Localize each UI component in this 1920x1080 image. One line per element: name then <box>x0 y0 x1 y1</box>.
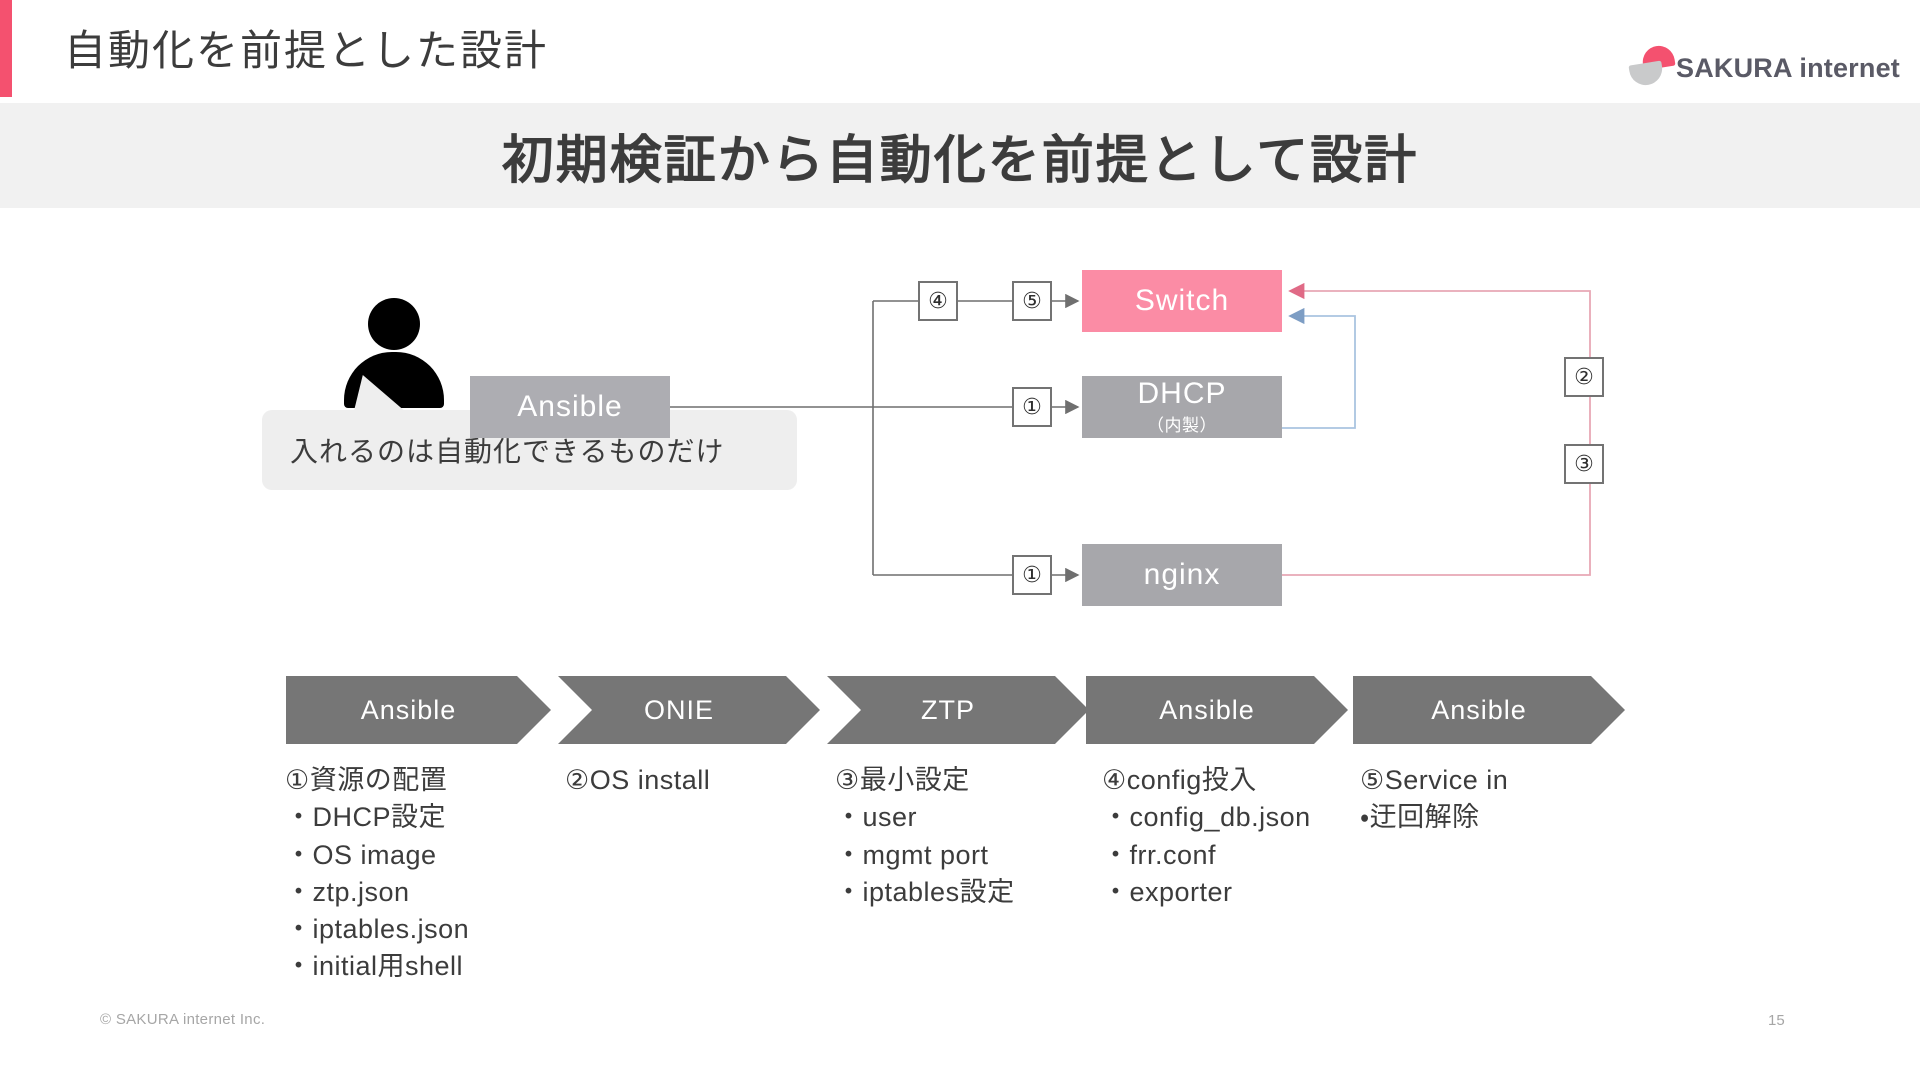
detail-column-1-item-1: ・DHCP設定 <box>285 802 447 833</box>
node-dhcp-label: DHCP <box>1137 376 1227 410</box>
diagram-connectors <box>670 282 1591 583</box>
detail-column-1-item-5: ・initial用shell <box>285 951 464 982</box>
node-dhcp-sublabel: （内製） <box>1147 416 1217 436</box>
step-marker-1-nginx: ① <box>1012 555 1052 595</box>
detail-column-4-item-1: ・config_db.json <box>1102 802 1311 833</box>
footer-page-number: 15 <box>1768 1012 1785 1029</box>
detail-column-4-item-2: ・frr.conf <box>1102 839 1217 870</box>
step-detail-columns: ①資源の配置 ・DHCP設定 ・OS image ・ztp.json ・ipta… <box>0 762 1920 1002</box>
page-title: 自動化を前提とした設計 <box>64 27 549 74</box>
node-ansible-label: Ansible <box>517 390 623 424</box>
logo-text: SAKURA internet <box>1675 53 1900 83</box>
ribbon-step-5-label: Ansible <box>1431 694 1527 725</box>
detail-column-3-item-3: ・iptables設定 <box>835 876 1015 907</box>
detail-column-2: ②OS install <box>565 762 710 799</box>
footer-copyright: © SAKURA internet Inc. <box>100 1011 266 1028</box>
ribbon-step-2[interactable]: ONIE <box>558 676 820 744</box>
detail-column-3: ③最小設定 ・user ・mgmt port ・iptables設定 <box>835 762 1015 911</box>
detail-column-1-item-3: ・ztp.json <box>285 876 410 907</box>
detail-column-2-head: ②OS install <box>565 765 711 795</box>
detail-column-4-head: ④config投入 <box>1102 765 1257 795</box>
ribbon-step-5[interactable]: Ansible <box>1353 676 1625 744</box>
detail-column-3-head: ③最小設定 <box>835 765 970 795</box>
sakura-internet-logo: SAKURA internet <box>1628 30 1900 88</box>
node-nginx[interactable]: nginx <box>1082 544 1282 606</box>
ribbon-step-3[interactable]: ZTP <box>827 676 1089 744</box>
detail-column-4: ④config投入 ・config_db.json ・frr.conf ・exp… <box>1102 762 1311 911</box>
subtitle-band: 初期検証から自動化を前提として設計 <box>0 103 1920 208</box>
step-marker-2: ② <box>1564 357 1604 397</box>
subtitle-text: 初期検証から自動化を前提として設計 <box>501 132 1419 190</box>
detail-column-3-item-1: ・user <box>835 802 918 833</box>
slide-header: 自動化を前提とした設計 SAKURA internet <box>0 0 1920 103</box>
detail-column-5: ⑤Service in ・迂回解除 <box>1360 762 1508 837</box>
sakura-petal-icon <box>1628 43 1676 88</box>
node-dhcp[interactable]: DHCP （内製） <box>1082 376 1282 438</box>
detail-column-1-item-2: ・OS image <box>285 839 437 870</box>
petal-gray-icon <box>1628 60 1665 88</box>
node-nginx-label: nginx <box>1143 558 1221 592</box>
node-switch-label: Switch <box>1134 284 1230 318</box>
ribbon-step-4-label: Ansible <box>1159 694 1255 725</box>
detail-column-1: ①資源の配置 ・DHCP設定 ・OS image ・ztp.json ・ipta… <box>285 762 469 986</box>
detail-column-5-head: ⑤Service in <box>1360 765 1509 795</box>
ribbon-step-1-label: Ansible <box>360 694 457 725</box>
architecture-diagram: 入れるのは自動化できるものだけ Ansible Switch DHCP （内製）… <box>0 208 1920 638</box>
speech-bubble-text: 入れるのは自動化できるものだけ <box>290 436 725 467</box>
step-marker-4: ④ <box>918 281 958 321</box>
person-head-icon <box>368 298 420 350</box>
step-marker-1-dhcp: ① <box>1012 387 1052 427</box>
node-ansible[interactable]: Ansible <box>470 376 670 438</box>
detail-column-1-head: ①資源の配置 <box>285 765 448 795</box>
detail-column-4-item-3: ・exporter <box>1102 876 1233 907</box>
ribbon-step-3-label: ZTP <box>921 694 975 725</box>
user-person-icon <box>340 298 445 408</box>
detail-column-3-item-2: ・mgmt port <box>835 839 989 870</box>
process-ribbon: Ansible ONIE ZTP Ansible Ansible <box>0 676 1920 744</box>
step-marker-5: ⑤ <box>1012 281 1052 321</box>
node-switch[interactable]: Switch <box>1082 270 1282 332</box>
step-marker-3: ③ <box>1564 444 1604 484</box>
detail-column-5-item-1: ・迂回解除 <box>1360 802 1480 833</box>
header-accent-bar <box>0 0 12 97</box>
detail-column-1-item-4: ・iptables.json <box>285 914 470 944</box>
ribbon-step-2-label: ONIE <box>643 694 714 725</box>
ribbon-step-1[interactable]: Ansible <box>286 676 551 744</box>
ribbon-step-4[interactable]: Ansible <box>1086 676 1348 744</box>
